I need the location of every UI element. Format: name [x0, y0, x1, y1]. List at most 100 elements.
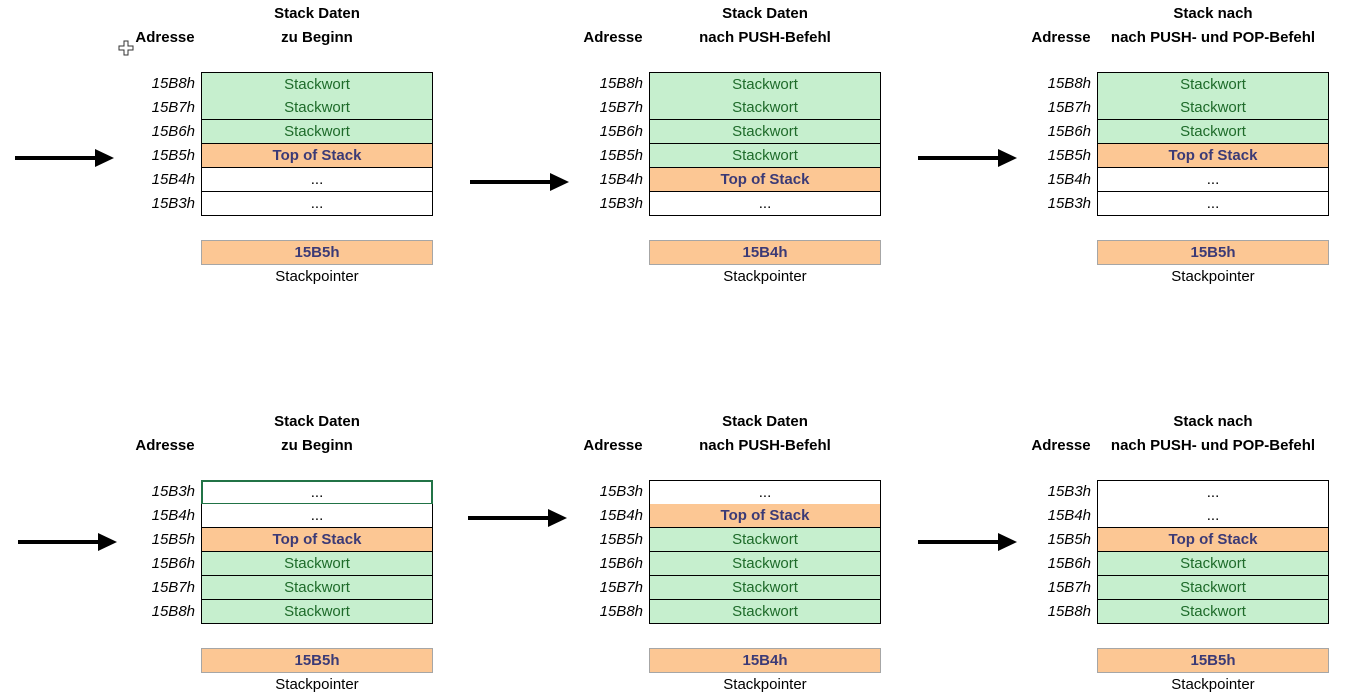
stackpointer-label: Stackpointer — [275, 676, 359, 693]
stack-cell[interactable]: Stackwort — [201, 552, 433, 576]
stack-cell[interactable]: ... — [201, 192, 433, 216]
stack-cell[interactable]: ... — [1097, 480, 1329, 505]
address-label: 15B7h — [599, 99, 643, 116]
panel-title-line2: zu Beginn — [281, 437, 353, 454]
address-label: 15B5h — [1047, 147, 1091, 164]
address-label: 15B4h — [151, 171, 195, 188]
stackpointer-value[interactable]: 15B4h — [649, 240, 881, 265]
top-of-stack-cell[interactable]: Top of Stack — [649, 168, 881, 192]
selected-stack-cell[interactable]: ... — [201, 480, 433, 505]
panel-title-line1: Stack nach — [1173, 413, 1253, 430]
panel-title-line2: nach PUSH- und POP-Befehl — [1110, 437, 1316, 454]
stack-cell[interactable]: Stackwort — [649, 552, 881, 576]
address-label: 15B8h — [151, 75, 195, 92]
top-of-stack-cell[interactable]: Top of Stack — [201, 528, 433, 552]
stackpointer-value[interactable]: 15B5h — [1097, 240, 1329, 265]
stack-cell[interactable]: Stackwort — [1097, 600, 1329, 624]
panel-title-line2: nach PUSH- und POP-Befehl — [1110, 29, 1316, 46]
cross-cursor-icon — [118, 40, 134, 56]
address-header: Adresse — [135, 437, 195, 454]
right-arrow-icon — [470, 173, 569, 191]
stack-panel-2: Stack Daten nach PUSH-Befehl Adresse 15B… — [563, 0, 1003, 290]
stack-cell[interactable]: Stackwort — [201, 576, 433, 600]
address-header: Adresse — [1031, 29, 1091, 46]
right-arrow-icon — [15, 149, 114, 167]
address-label: 15B6h — [599, 555, 643, 572]
address-label: 15B3h — [151, 195, 195, 212]
stack-cell[interactable]: Stackwort — [1097, 576, 1329, 600]
address-label: 15B3h — [599, 483, 643, 500]
address-label: 15B7h — [1047, 579, 1091, 596]
stackpointer-label: Stackpointer — [1171, 676, 1255, 693]
address-label: 15B8h — [151, 603, 195, 620]
stackpointer-value[interactable]: 15B4h — [649, 648, 881, 673]
stackpointer-value[interactable]: 15B5h — [201, 648, 433, 673]
panel-title-line1: Stack Daten — [274, 5, 360, 22]
panel-title-line2: nach PUSH-Befehl — [699, 437, 831, 454]
stack-cell[interactable]: Stackwort — [201, 120, 433, 144]
stack-cell[interactable]: Stackwort — [649, 120, 881, 144]
stack-cell[interactable]: ... — [1097, 192, 1329, 216]
address-label: 15B4h — [599, 171, 643, 188]
address-label: 15B4h — [599, 507, 643, 524]
address-label: 15B6h — [599, 123, 643, 140]
address-label: 15B8h — [599, 603, 643, 620]
right-arrow-icon — [18, 533, 117, 551]
stack-panel-4: Stack Daten zu Beginn Adresse 15B3h... 1… — [115, 408, 555, 698]
right-arrow-icon — [918, 149, 1017, 167]
stack-cell[interactable]: Stackwort — [1097, 96, 1329, 120]
stack-cell[interactable]: Stackwort — [201, 72, 433, 97]
stack-panel-3: Stack nach nach PUSH- und POP-Befehl Adr… — [1011, 0, 1366, 290]
stack-cell[interactable]: ... — [1097, 504, 1329, 528]
stack-cell[interactable]: Stackwort — [649, 96, 881, 120]
top-of-stack-cell[interactable]: Top of Stack — [649, 504, 881, 528]
address-label: 15B7h — [151, 579, 195, 596]
stack-cell[interactable]: Stackwort — [649, 528, 881, 552]
address-label: 15B4h — [1047, 507, 1091, 524]
address-label: 15B6h — [1047, 123, 1091, 140]
stack-cell[interactable]: Stackwort — [201, 96, 433, 120]
stack-cell[interactable]: ... — [1097, 168, 1329, 192]
stack-cell[interactable]: ... — [201, 504, 433, 528]
top-of-stack-cell[interactable]: Top of Stack — [1097, 144, 1329, 168]
stackpointer-value[interactable]: 15B5h — [1097, 648, 1329, 673]
stack-cell[interactable]: Stackwort — [649, 144, 881, 168]
address-label: 15B6h — [151, 555, 195, 572]
address-label: 15B7h — [599, 579, 643, 596]
stack-panel-5: Stack Daten nach PUSH-Befehl Adresse 15B… — [563, 408, 1003, 698]
stackpointer-value[interactable]: 15B5h — [201, 240, 433, 265]
address-label: 15B5h — [599, 531, 643, 548]
address-label: 15B6h — [151, 123, 195, 140]
top-of-stack-cell[interactable]: Top of Stack — [1097, 528, 1329, 552]
stack-cell[interactable]: Stackwort — [649, 600, 881, 624]
address-label: 15B5h — [151, 531, 195, 548]
address-label: 15B7h — [151, 99, 195, 116]
stack-cell[interactable]: ... — [649, 192, 881, 216]
address-header: Adresse — [135, 29, 195, 46]
address-label: 15B5h — [599, 147, 643, 164]
address-label: 15B3h — [599, 195, 643, 212]
address-label: 15B4h — [1047, 171, 1091, 188]
panel-title-line1: Stack nach — [1173, 5, 1253, 22]
stack-cell[interactable]: Stackwort — [649, 72, 881, 97]
address-header: Adresse — [583, 437, 643, 454]
stackpointer-label: Stackpointer — [275, 268, 359, 285]
stack-cell[interactable]: Stackwort — [649, 576, 881, 600]
stackpointer-label: Stackpointer — [723, 268, 807, 285]
top-of-stack-cell[interactable]: Top of Stack — [201, 144, 433, 168]
address-label: 15B6h — [1047, 555, 1091, 572]
address-header: Adresse — [1031, 437, 1091, 454]
stack-cell[interactable]: Stackwort — [1097, 72, 1329, 97]
address-label: 15B8h — [599, 75, 643, 92]
stack-cell[interactable]: ... — [201, 168, 433, 192]
address-label: 15B8h — [1047, 603, 1091, 620]
address-label: 15B4h — [151, 507, 195, 524]
stack-cell[interactable]: Stackwort — [201, 600, 433, 624]
stack-cell[interactable]: ... — [649, 480, 881, 505]
stack-cell[interactable]: Stackwort — [1097, 552, 1329, 576]
stack-cell[interactable]: Stackwort — [1097, 120, 1329, 144]
address-label: 15B3h — [1047, 195, 1091, 212]
panel-title-line2: nach PUSH-Befehl — [699, 29, 831, 46]
address-label: 15B3h — [1047, 483, 1091, 500]
